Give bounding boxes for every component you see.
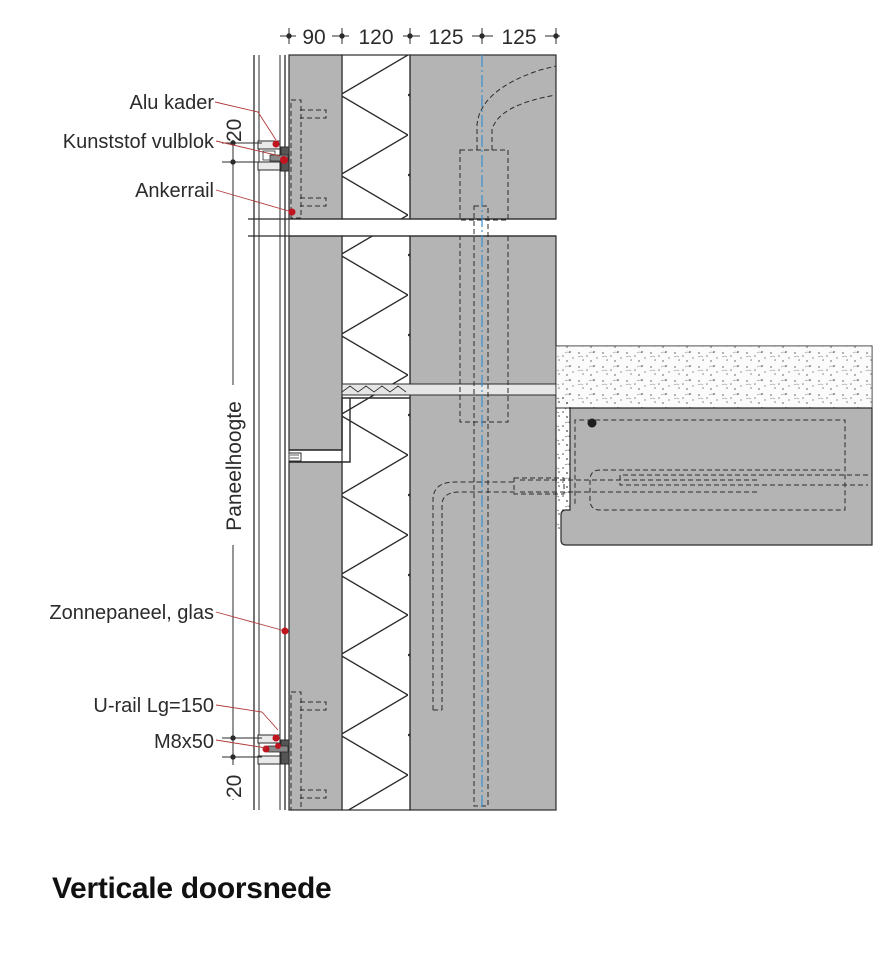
bottom-joint-hardware (257, 734, 290, 765)
leader-lines (214, 101, 293, 749)
top-joint-hardware (257, 140, 290, 172)
label-solar-panel-glass: Zonnepaneel, glas (49, 602, 214, 624)
solar-panel-glass (253, 55, 290, 810)
horizontal-joint (248, 218, 556, 237)
dim-125-second: 125 (501, 26, 536, 49)
dim-joint-top: 20 (223, 119, 246, 142)
label-bolt: M8x50 (154, 731, 214, 753)
dim-90: 90 (302, 26, 325, 49)
dim-120: 120 (358, 26, 393, 49)
label-alu-frame: Alu kader (130, 92, 215, 114)
insulation-layer (341, 54, 411, 811)
support-console (288, 383, 557, 463)
label-u-rail: U-rail Lg=150 (93, 695, 214, 717)
dim-panel-height: Paneelhoogte (223, 401, 246, 531)
floor-slab (555, 345, 873, 546)
label-plastic-filler: Kunststof vulblok (63, 131, 215, 153)
vertical-section-drawing: 90 120 125 125 20 Paneelhoogte 20 Alu ka… (49, 26, 873, 811)
drawing-caption: Verticale doorsnede (52, 872, 332, 905)
dim-125-first: 125 (428, 26, 463, 49)
outer-concrete-leaf (288, 54, 343, 811)
reinforcement-hidden-lines (290, 65, 868, 811)
leader-markers (281, 208, 296, 635)
dim-joint-bottom: 20 (223, 775, 246, 798)
label-anchor-rail: Ankerrail (135, 180, 214, 202)
inner-concrete-wall (409, 54, 557, 811)
